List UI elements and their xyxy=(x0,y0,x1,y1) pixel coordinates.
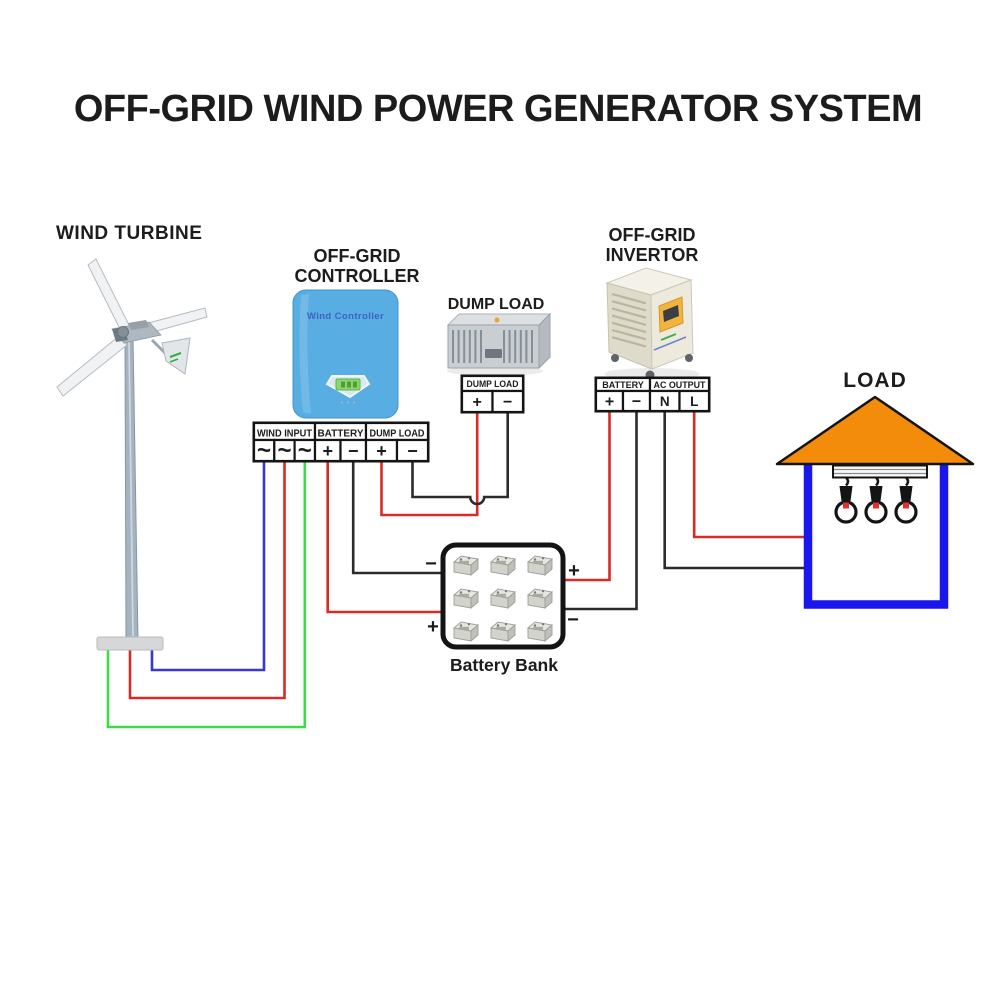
battery-icon xyxy=(490,555,516,576)
battery-bank: − + + − Battery Bank xyxy=(425,542,580,675)
house-roof xyxy=(775,395,975,466)
turbine-blade-up xyxy=(87,258,131,334)
inverter-brand-mark xyxy=(660,333,677,341)
controller-device-text: Wind Controller xyxy=(307,311,384,322)
wiring xyxy=(106,409,804,729)
wire-controller-battery-negative xyxy=(351,459,445,575)
wire-controller-dumpload-positive xyxy=(380,410,479,517)
battery-icon xyxy=(490,588,516,609)
house-walls xyxy=(803,461,949,609)
tail-fin-logo xyxy=(169,352,182,358)
controller-device: Wind Controller xyxy=(292,289,399,419)
turbine-tail-fin xyxy=(161,337,191,375)
dump-load-terminal-block: DUMP LOAD + − xyxy=(460,374,525,414)
inverter-title-line1: OFF-GRID xyxy=(609,225,696,245)
dump-load: DUMP LOAD DUMP LOAD + − xyxy=(446,296,552,414)
terminal-cell-label: N xyxy=(660,394,670,409)
terminal-header-label: BATTERY xyxy=(317,429,363,440)
light-bulbs xyxy=(834,476,918,524)
dump-load-front-face xyxy=(447,324,540,369)
controller-title-line1: OFF-GRID xyxy=(314,246,401,266)
terminal-cell-label: − xyxy=(407,441,418,461)
wire-wind-green xyxy=(106,459,307,729)
controller-body-highlight xyxy=(299,294,311,414)
battery-icon xyxy=(453,588,479,609)
turbine-base xyxy=(96,636,164,651)
battery-icon xyxy=(453,555,479,576)
turbine-nacelle-top xyxy=(128,320,149,330)
wire-controller-dumpload-negative xyxy=(411,410,509,506)
wire-wind-red xyxy=(128,459,286,700)
controller: OFF-GRID CONTROLLER Wind Controller xyxy=(252,246,430,464)
terminal-cell-label: − xyxy=(632,394,641,411)
turbine-pole-highlight xyxy=(128,341,134,637)
wind-turbine-illustration xyxy=(56,258,208,651)
light-bulb xyxy=(834,476,858,524)
wire-batterybank-inverter-positive xyxy=(561,409,611,582)
terminal-cell-label: + xyxy=(473,394,482,411)
controller-title-line2: CONTROLLER xyxy=(295,266,420,286)
wire-wind-blue xyxy=(150,459,266,672)
terminal-cell xyxy=(678,389,711,413)
terminal-cell xyxy=(491,389,525,414)
inverter-title-line2: INVERTOR xyxy=(606,245,699,265)
terminal-header-label: WIND INPUT xyxy=(257,429,312,440)
controller-lcd-digits xyxy=(341,381,357,388)
controller-buttons xyxy=(340,401,356,404)
wind-turbine-label: WIND TURBINE xyxy=(56,223,202,244)
terminal-cell-label: + xyxy=(322,441,333,461)
dump-load-device xyxy=(446,312,552,376)
dump-terminal-header-label: DUMP LOAD xyxy=(467,379,519,389)
inverter-display xyxy=(663,305,679,322)
wind-turbine: WIND TURBINE xyxy=(56,223,208,651)
controller-terminal-block: WIND INPUT BATTERY DUMP LOAD ~ ~ ~ + − +… xyxy=(252,421,430,464)
dump-load-panel xyxy=(485,349,502,358)
battery-bank-right-negative-mark: − xyxy=(567,609,579,631)
load-label: LOAD xyxy=(843,369,907,392)
terminal-cell-label: − xyxy=(503,394,512,411)
terminal-header-label: AC OUTPUT xyxy=(654,380,706,390)
wire-ac-live xyxy=(692,409,804,539)
battery-bank-left-negative-mark: − xyxy=(425,553,437,575)
battery-bank-label: Battery Bank xyxy=(450,655,558,675)
battery-bank-left-positive-mark: + xyxy=(427,616,439,638)
terminal-header-label: BATTERY xyxy=(602,380,644,390)
battery-icon xyxy=(490,621,516,642)
terminal-cell-label: ~ xyxy=(298,437,312,464)
turbine-hub xyxy=(117,326,129,338)
dump-load-vents xyxy=(452,330,533,363)
terminal-cell xyxy=(395,438,430,463)
terminal-cell-label: + xyxy=(605,394,614,411)
wire-batterybank-inverter-negative xyxy=(561,409,638,611)
terminal-cell-label: − xyxy=(348,441,359,461)
terminal-cell-label: + xyxy=(376,441,387,461)
light-bulb xyxy=(864,476,888,524)
inverter-vents xyxy=(611,292,647,348)
light-bulb xyxy=(894,476,918,524)
inverter-device xyxy=(604,267,700,380)
ceiling-rail xyxy=(832,464,928,479)
battery-bank-cells xyxy=(453,555,553,642)
battery-bank-right-positive-mark: + xyxy=(568,560,580,582)
dump-load-logo xyxy=(494,317,500,323)
load-house: LOAD xyxy=(775,369,975,609)
tail-fin-logo-line2 xyxy=(169,358,179,363)
terminal-cell-label: ~ xyxy=(257,437,271,464)
battery-icon xyxy=(527,621,553,642)
turbine-blade-down xyxy=(56,335,128,397)
terminal-cell-label: L xyxy=(690,394,698,409)
wire-controller-battery-positive xyxy=(326,459,445,614)
controller-body xyxy=(292,289,399,419)
battery-icon xyxy=(527,588,553,609)
terminal-header-label: DUMP LOAD xyxy=(370,429,425,440)
dump-load-title: DUMP LOAD xyxy=(448,296,545,313)
page-title: OFF-GRID WIND POWER GENERATOR SYSTEM xyxy=(74,88,922,130)
inverter: OFF-GRID INVERTOR xyxy=(594,225,711,413)
wire-ac-neutral xyxy=(663,409,804,570)
inverter-label-strip xyxy=(653,336,687,351)
battery-icon xyxy=(453,621,479,642)
inverter-terminal-block: BATTERY AC OUTPUT + − N L xyxy=(594,376,711,413)
terminal-cell-label: ~ xyxy=(277,437,291,464)
battery-icon xyxy=(527,555,553,576)
